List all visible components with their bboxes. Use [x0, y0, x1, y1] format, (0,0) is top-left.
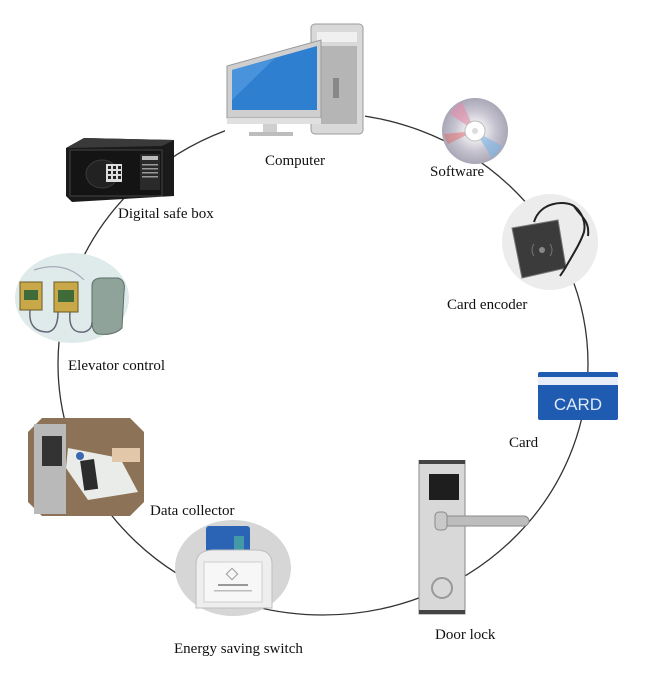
energy-saving-switch-node [174, 516, 292, 616]
card-label: Card [509, 435, 539, 451]
data-collector-label: Data collector [150, 503, 235, 519]
energy-saving-switch-label: Energy saving switch [174, 641, 303, 657]
safe-box-icon [66, 138, 174, 202]
elevator-control-icon [15, 253, 129, 343]
card-icon-text: CARD [554, 395, 602, 414]
software-node [440, 96, 510, 166]
computer-icon [225, 20, 365, 140]
digital-safe-box-label: Digital safe box [118, 206, 214, 222]
elevator-control-label: Elevator control [68, 358, 166, 374]
digital-safe-box-node [62, 136, 178, 206]
card-node: CARD [538, 372, 618, 422]
cd-disc-icon [442, 98, 508, 164]
data-collector-node [28, 418, 144, 516]
door-lock-icon [418, 460, 530, 615]
card-encoder-label: Card encoder [447, 297, 528, 313]
data-collector-icon [28, 418, 144, 516]
computer-label: Computer [265, 153, 325, 169]
card-encoder-icon [502, 194, 598, 290]
energy-switch-icon [175, 520, 291, 616]
door-lock-node [415, 460, 535, 620]
elevator-control-node [14, 252, 130, 344]
computer-node [225, 20, 365, 140]
card-encoder-node [500, 192, 604, 292]
door-lock-label: Door lock [435, 627, 496, 643]
software-label: Software [430, 164, 485, 180]
card-icon: CARD [538, 372, 618, 420]
